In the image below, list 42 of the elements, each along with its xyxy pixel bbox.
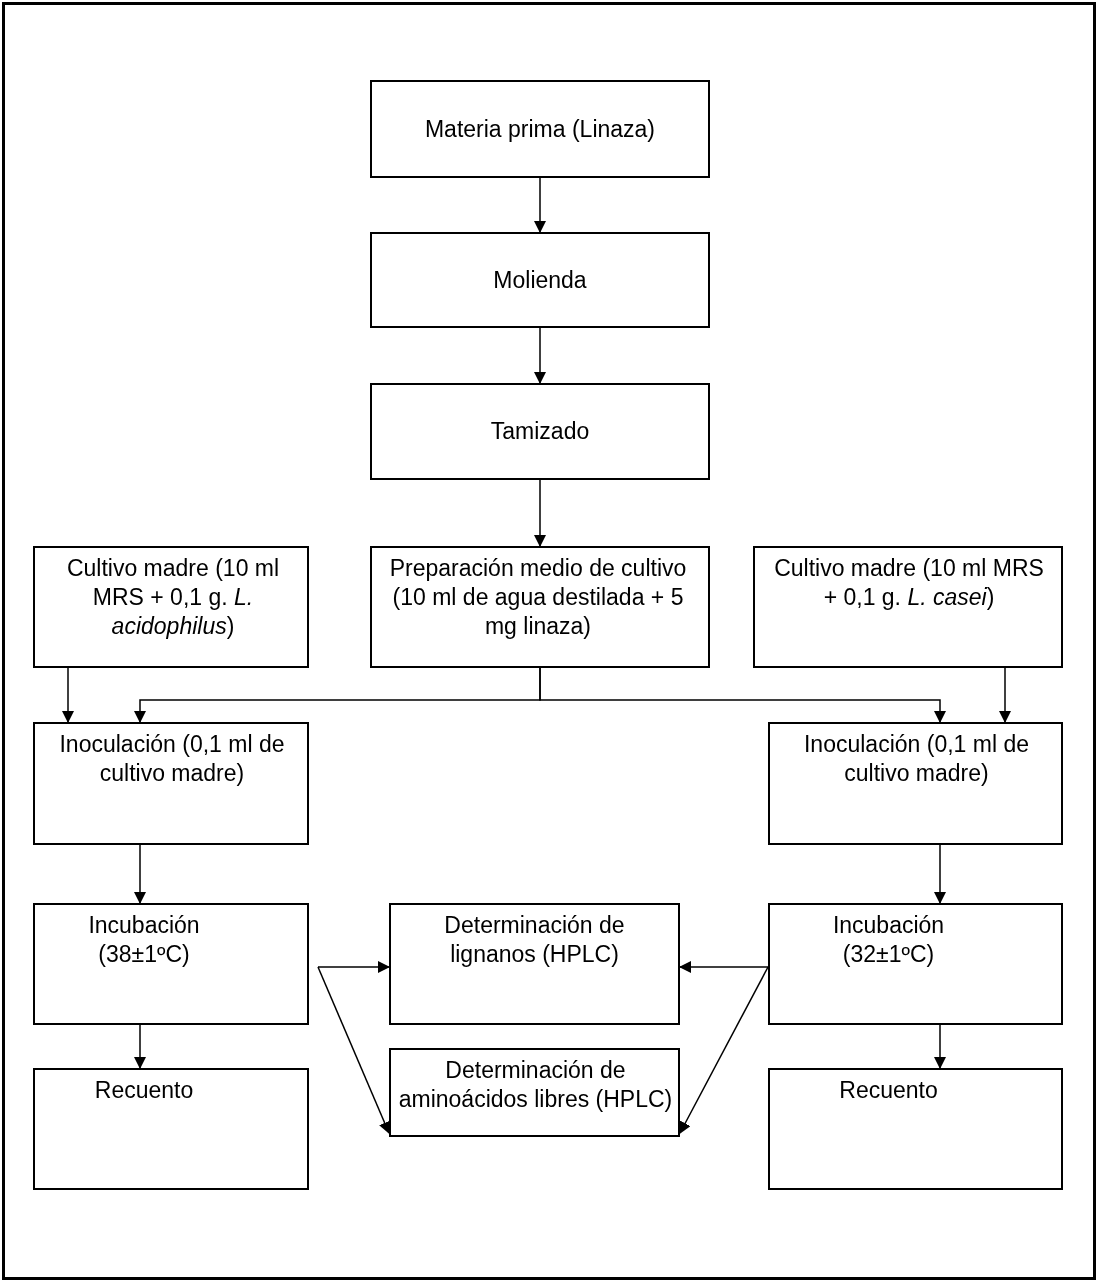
step-text: Materia prima (Linaza) xyxy=(424,114,656,144)
step-text: Cultivo madre (10 ml MRS + 0,1 g. L. acidophilus) xyxy=(65,554,281,641)
process-box xyxy=(753,546,1063,668)
process-box xyxy=(389,1048,680,1137)
step-text: Determinación de lignanos (HPLC) xyxy=(443,911,626,969)
step-text: Molienda xyxy=(493,265,587,295)
step-text: Inoculación (0,1 ml de cultivo madre) xyxy=(803,730,1030,788)
process-box xyxy=(33,903,309,1025)
arrow xyxy=(934,1024,946,1069)
arrow xyxy=(934,844,946,904)
step-text: Determinación de aminoácidos libres (HPLC) xyxy=(397,1056,674,1114)
step-text: Cultivo madre (10 ml MRS + 0,1 g. L. casei) xyxy=(773,554,1045,612)
arrow xyxy=(534,327,546,384)
arrow xyxy=(317,961,390,973)
arrow xyxy=(62,667,74,723)
process-box xyxy=(768,722,1063,845)
process-box xyxy=(33,722,309,845)
arrow xyxy=(534,177,546,233)
step-text: Inoculación (0,1 ml de cultivo madre) xyxy=(58,730,286,788)
step-text: Tamizado xyxy=(490,417,590,446)
arrow xyxy=(134,844,146,904)
arrow xyxy=(134,1024,146,1069)
process-box xyxy=(33,546,309,668)
process-box xyxy=(370,232,710,328)
arrow xyxy=(999,667,1011,723)
arrow xyxy=(539,667,946,723)
process-box xyxy=(33,1068,309,1190)
arrow xyxy=(679,961,769,973)
arrow xyxy=(317,966,391,1134)
arrow xyxy=(534,479,546,547)
step-text: Preparación medio de cultivo (10 ml de agua destilada + 5 mg linaza) xyxy=(388,554,688,641)
step-text: Recuento xyxy=(839,1076,938,1105)
process-box xyxy=(768,1068,1063,1190)
step-text: Incubación (32±1ºC) xyxy=(831,911,946,969)
step-text: Recuento xyxy=(94,1076,194,1105)
process-box xyxy=(389,903,680,1025)
process-box xyxy=(768,903,1063,1025)
process-box xyxy=(370,80,710,178)
process-box xyxy=(370,546,710,668)
arrow xyxy=(679,966,769,1134)
process-box xyxy=(370,383,710,480)
step-text: Incubación (38±1ºC) xyxy=(87,911,201,969)
